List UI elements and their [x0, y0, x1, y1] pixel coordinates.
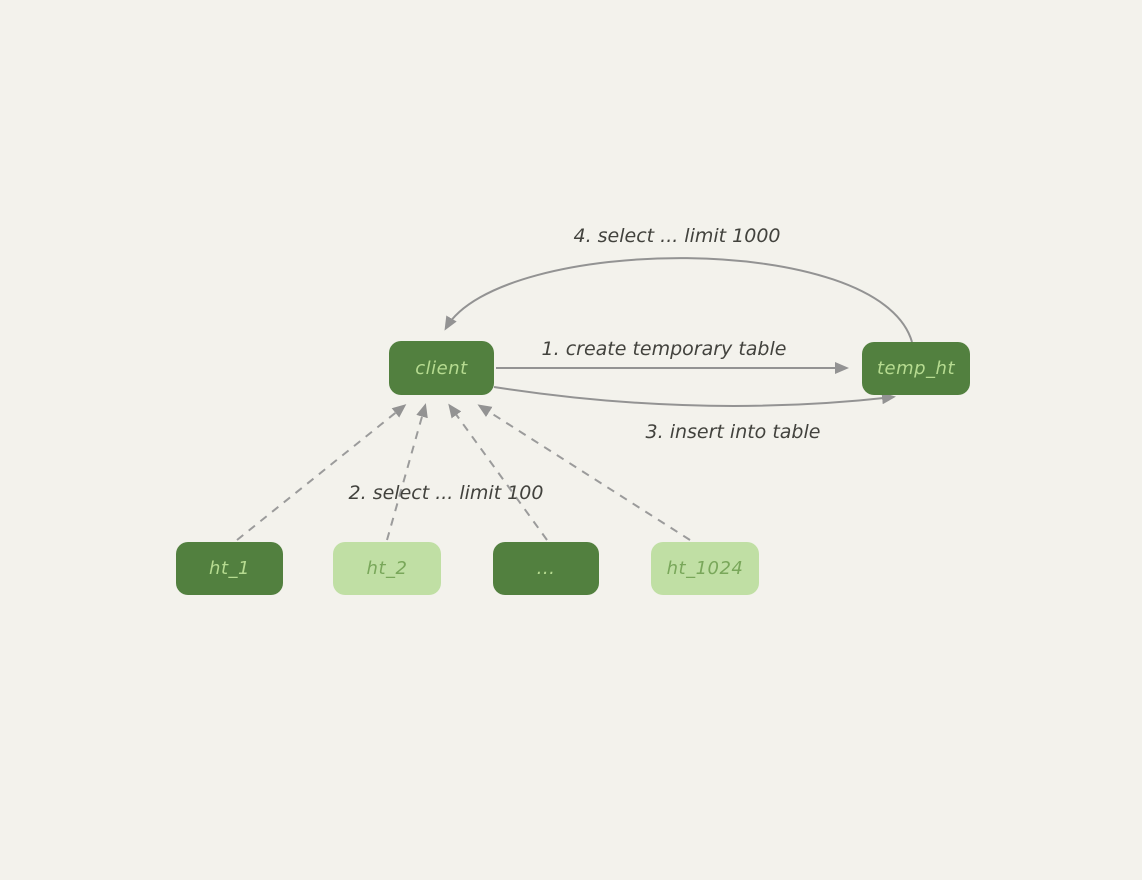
node-ht-1024: ht_1024	[651, 542, 759, 595]
edge-label-create-temporary-table: 1. create temporary table	[541, 338, 787, 360]
edge-ht-1-to-client-arrow	[236, 404, 407, 541]
edge-label-select-limit-100: 2. select ... limit 100	[348, 482, 544, 504]
edge-label-insert-into-table: 3. insert into table	[645, 421, 821, 443]
edge-label-select-limit-1000: 4. select ... limit 1000	[573, 225, 781, 247]
node-client-label: client	[415, 357, 468, 379]
edge-insert-into-table-arrow	[493, 386, 896, 407]
node-temp-ht-label: temp_ht	[876, 358, 956, 379]
node-ht-1: ht_1	[176, 542, 283, 595]
node-ht-2: ht_2	[333, 542, 441, 595]
edge-ht-1024-to-client-arrow	[477, 404, 691, 541]
edge-ht-dots-to-client-arrow	[448, 403, 548, 541]
node-ht-1024-label: ht_1024	[666, 558, 744, 579]
node-ht-1-label: ht_1	[209, 558, 250, 579]
node-ht-dots-label: ...	[536, 558, 556, 579]
node-ht-dots: ...	[493, 542, 599, 595]
node-ht-2-label: ht_2	[366, 558, 408, 579]
node-client: client	[389, 341, 494, 395]
edge-select-limit-1000-arrow	[444, 257, 913, 343]
node-temp-ht: temp_ht	[862, 342, 970, 395]
edge-ht-2-to-client-arrow	[386, 403, 428, 541]
